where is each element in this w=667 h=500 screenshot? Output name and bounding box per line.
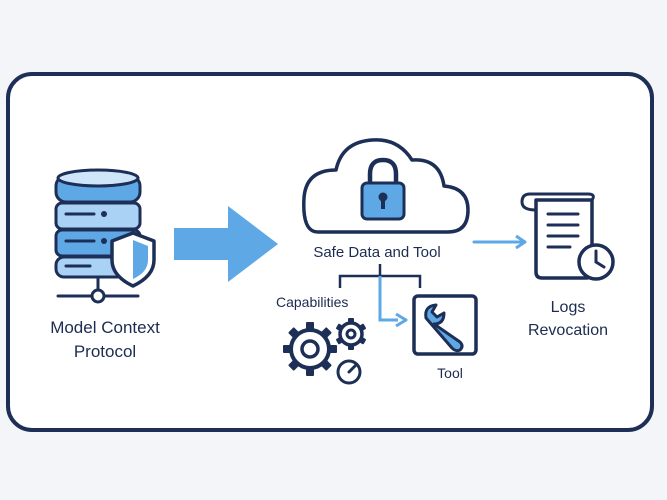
big-arrow [174,206,278,282]
safe-data-label: Safe Data and Tool [313,244,441,261]
tool-label: Tool [437,365,463,381]
mcp-label-line1: Model Context [50,318,160,337]
clock-icon [577,243,615,281]
gear-small-icon [336,318,366,350]
branch-connector [338,264,422,328]
logs-label-line1: Logs [550,299,586,316]
wrench-icon [412,294,478,356]
gear-icon [283,322,337,376]
shield-icon [110,231,156,288]
capabilities-label: Capabilities [276,294,349,310]
logs-label: Logs Revocation [508,296,628,342]
logs-label-line2: Revocation [527,322,609,339]
mcp-label: Model Context Protocol [30,316,180,364]
arrow-to-logs [472,234,527,250]
mcp-label-line2: Protocol [73,342,137,361]
lock-icon [360,157,406,221]
gauge-icon [336,359,362,385]
